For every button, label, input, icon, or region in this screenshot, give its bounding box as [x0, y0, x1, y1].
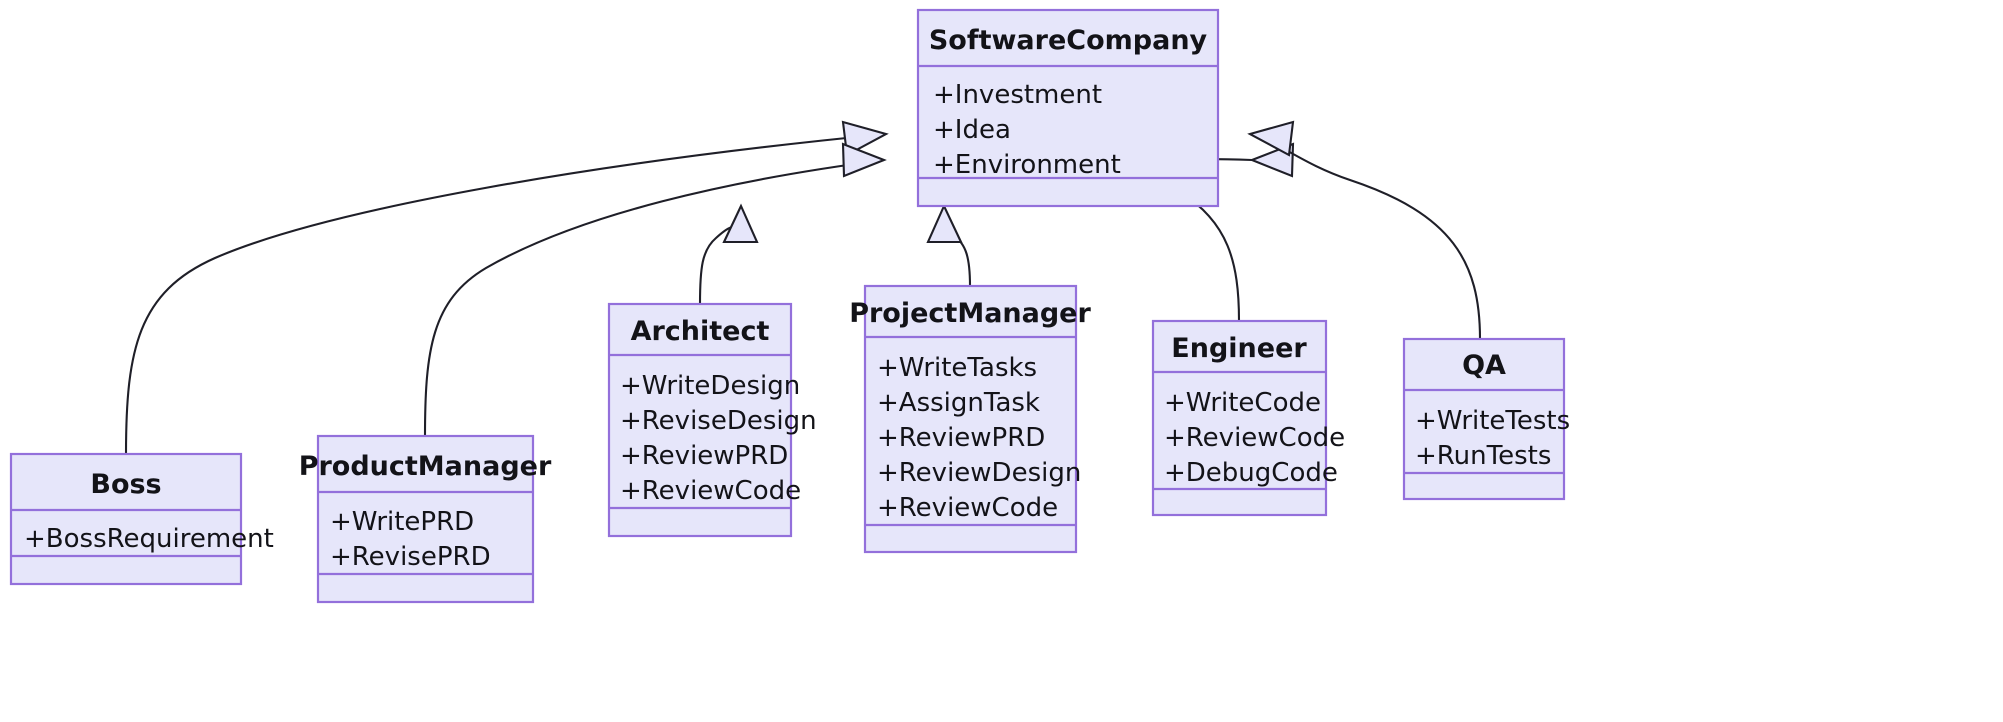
edge-qa-to-softwarecompany — [1247, 120, 1482, 340]
class-title: QA — [1462, 350, 1506, 381]
class-box — [607, 302, 793, 538]
class-node-projectmanager[interactable]: ProjectManager +WriteTasks +AssignTask +… — [849, 284, 1091, 554]
class-attribute: +WriteDesign — [620, 371, 800, 401]
generalization-arrowhead — [926, 203, 963, 244]
generalization-arrowhead — [1247, 120, 1295, 157]
class-attribute: +ReviewPRD — [620, 441, 788, 471]
generalization-arrowhead — [841, 120, 889, 157]
class-box — [863, 284, 1078, 554]
class-attribute: +ReviewCode — [877, 493, 1058, 523]
edge-productmanager-to-softwarecompany — [423, 142, 887, 437]
class-title: Engineer — [1171, 333, 1307, 364]
class-node-architect[interactable]: Architect +WriteDesign +ReviseDesign +Re… — [607, 302, 817, 538]
class-attribute: +WriteTasks — [877, 353, 1037, 383]
class-attribute: +ReviewCode — [1164, 423, 1345, 453]
class-attribute: +Environment — [933, 150, 1121, 180]
class-attribute: +WriteCode — [1164, 388, 1321, 418]
class-title: ProjectManager — [849, 298, 1091, 329]
class-node-softwarecompany[interactable]: SoftwareCompany +Investment +Idea +Envir… — [916, 8, 1220, 208]
class-node-engineer[interactable]: Engineer +WriteCode +ReviewCode +DebugCo… — [1151, 319, 1345, 517]
class-node-productmanager[interactable]: ProductManager +WritePRD +RevisePRD — [299, 434, 552, 604]
class-attribute: +Investment — [933, 80, 1102, 110]
class-attribute: +WritePRD — [330, 507, 474, 537]
edge-architect-to-softwarecompany — [698, 203, 759, 305]
class-box — [1151, 319, 1328, 517]
class-attribute: +ReviewCode — [620, 476, 801, 506]
class-attribute: +RunTests — [1415, 441, 1551, 471]
edge-line — [124, 132, 887, 455]
class-box — [9, 452, 243, 586]
class-attribute: +Idea — [933, 115, 1011, 145]
class-node-boss[interactable]: Boss +BossRequirement — [9, 452, 274, 586]
class-attribute: +RevisePRD — [330, 542, 491, 572]
class-box — [916, 8, 1220, 208]
generalization-arrowhead — [841, 142, 887, 178]
generalization-arrowhead — [722, 203, 759, 244]
class-attribute: +WriteTests — [1415, 406, 1570, 436]
class-attribute: +BossRequirement — [24, 524, 274, 554]
class-title: Boss — [90, 469, 161, 500]
edge-boss-to-softwarecompany — [124, 120, 889, 455]
class-title: ProductManager — [299, 451, 552, 482]
edge-projectmanager-to-softwarecompany — [926, 203, 972, 287]
class-attribute: +ReviewDesign — [877, 458, 1081, 488]
class-attribute: +DebugCode — [1164, 458, 1338, 488]
class-node-qa[interactable]: QA +WriteTests +RunTests — [1402, 337, 1570, 501]
class-attribute: +AssignTask — [877, 388, 1040, 418]
class-attribute: +ReviewPRD — [877, 423, 1045, 453]
class-title: Architect — [631, 316, 770, 347]
class-attribute: +ReviseDesign — [620, 406, 817, 436]
edge-line — [423, 158, 885, 437]
class-title: SoftwareCompany — [929, 25, 1208, 56]
